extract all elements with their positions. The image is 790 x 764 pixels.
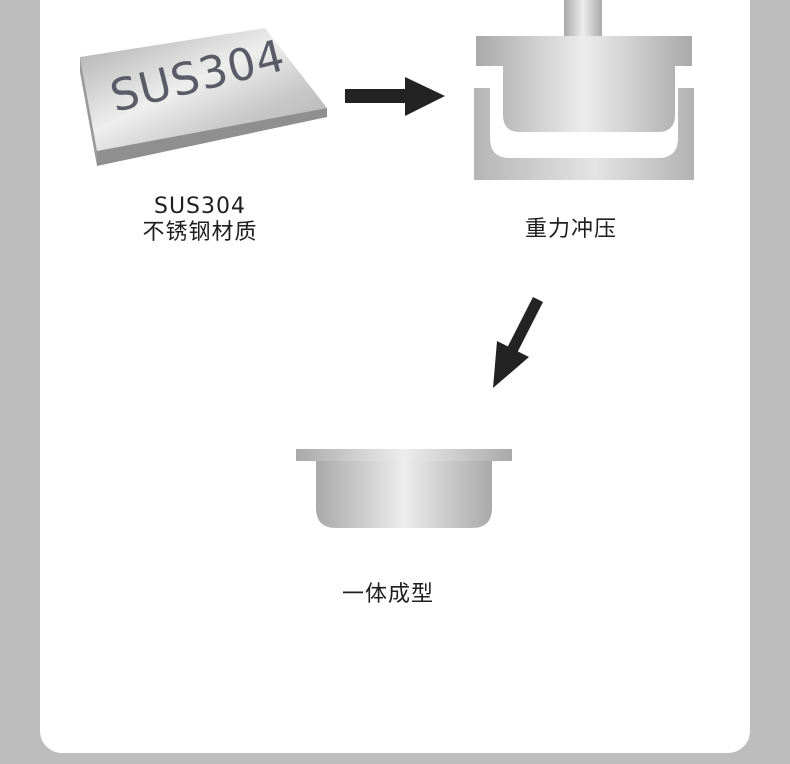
plate-caption-line2: 不锈钢材质 xyxy=(142,220,258,245)
stamping-press xyxy=(474,0,694,180)
arrow-down-left-icon xyxy=(493,297,543,388)
formed-basket xyxy=(296,449,512,528)
plate-caption: SUS304 不锈钢材质 xyxy=(100,194,300,246)
steel-plate: SUS304 xyxy=(80,28,327,166)
press-caption: 重力冲压 xyxy=(524,217,617,242)
arrow-right-icon xyxy=(345,77,445,116)
formed-caption: 一体成型 xyxy=(341,582,434,607)
plate-caption-line1: SUS304 xyxy=(153,194,247,219)
